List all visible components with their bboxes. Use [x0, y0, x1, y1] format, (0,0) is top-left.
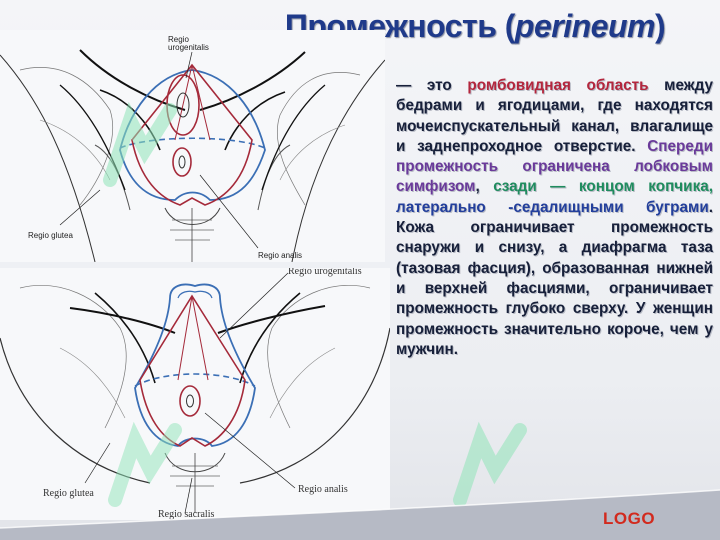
figure-perineum-male: Regio urogenitalis Regio glutea Regio an…: [0, 268, 390, 520]
text-description: между бедрами и ягодицами, где находятся…: [396, 77, 713, 155]
fig2-label-glutea: Regio glutea: [43, 488, 94, 499]
fig1-label-glutea: Regio glutea: [28, 231, 73, 240]
text-remainder: . Кожа ограничивает промежность снаружи …: [396, 198, 713, 358]
text-highlight-back: сзади — концом копчика,: [493, 178, 714, 196]
text-intro: — это: [396, 77, 452, 94]
fig1-label-analis: Regio analis: [258, 251, 302, 260]
text-highlight-lateral: латерально -седалищными буграми: [396, 198, 709, 216]
perineum-male-illustration: Regio urogenitalis Regio glutea Regio an…: [0, 268, 390, 520]
fig2-label-analis: Regio analis: [298, 484, 348, 495]
title-open-paren: (: [504, 8, 516, 44]
text-comma: ,: [475, 178, 480, 196]
text-highlight-front: Спереди промежность ограничена лобковым …: [396, 137, 714, 196]
text-highlight-rhomboid: ромбовидная область: [467, 77, 649, 94]
figure-perineum-female: Regio urogenitalis Regio glutea Regio an…: [0, 30, 385, 262]
fig2-label-urogenital: Regio urogenitalis: [288, 268, 362, 277]
perineum-female-illustration: Regio urogenitalis Regio glutea Regio an…: [0, 35, 385, 262]
fig2-label-sacralis: Regio sacralis: [158, 509, 214, 520]
title-latin: perineum: [514, 8, 656, 44]
title-close-paren: ): [654, 8, 666, 44]
fig1-label-urogenital-line1: Regio: [168, 35, 189, 44]
logo[interactable]: LOGO: [603, 509, 656, 528]
body-paragraph: — это ромбовидная область между бедрами …: [396, 76, 713, 360]
fig1-label-urogenital-line2: urogenitalis: [168, 43, 209, 52]
footer-swoosh: [0, 489, 720, 540]
